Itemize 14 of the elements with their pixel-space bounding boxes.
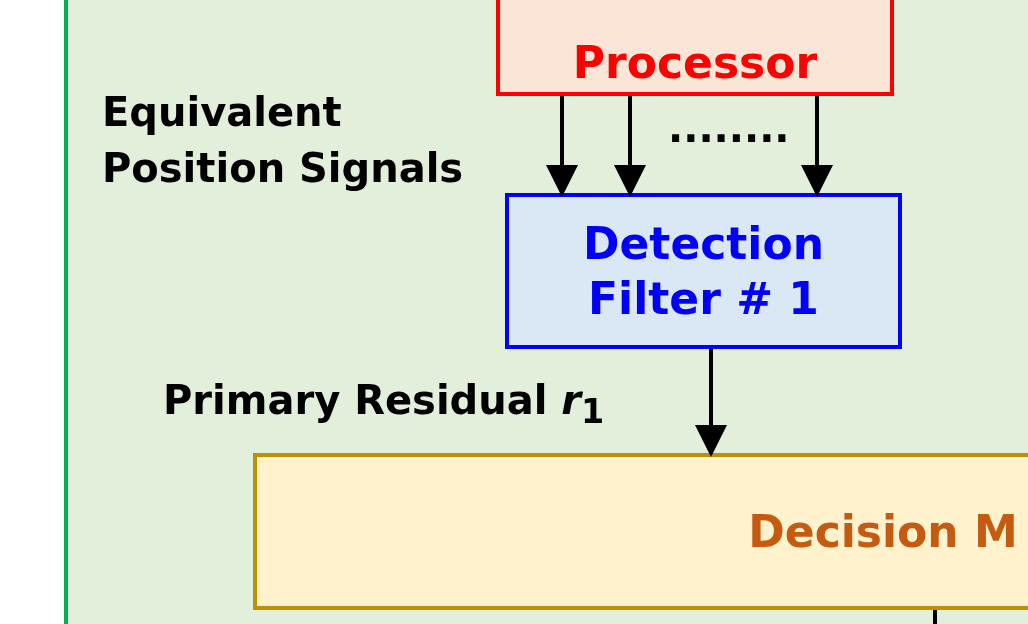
arrow [546,96,578,197]
text-label: ........ [668,104,790,153]
arrow [801,96,833,197]
arrow [695,349,727,457]
box-label: Decision M [748,505,1018,559]
text-label: Equivalent Position Signals [102,88,465,193]
process-box [253,453,1028,610]
group-panel [64,0,1028,624]
text-label: Primary Residual r$_{1}$ [163,376,605,433]
process-box [505,193,902,349]
process-box [496,0,894,96]
arrow [614,96,646,197]
box-label: Detection Filter # 1 [582,217,825,326]
box-label: Processor [572,36,818,90]
